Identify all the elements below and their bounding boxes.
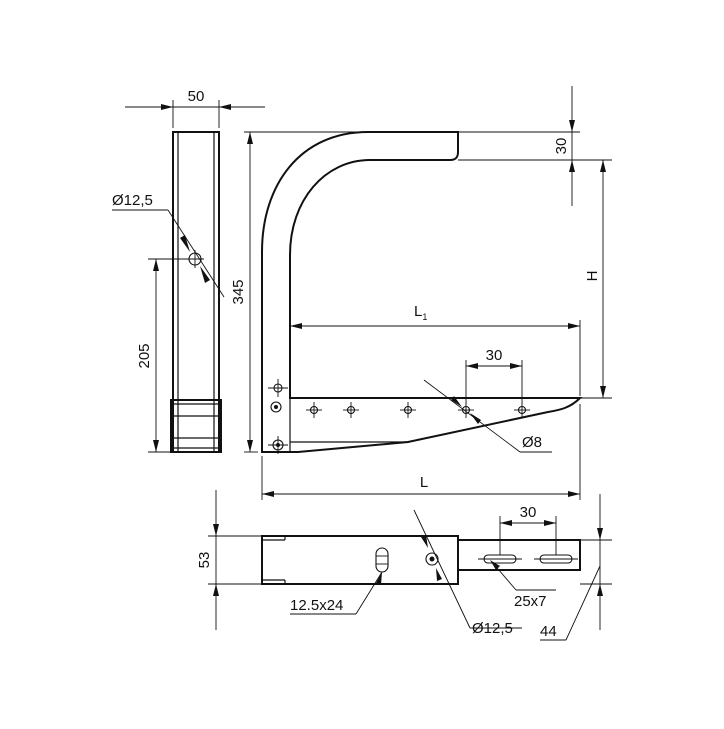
bottom-view-arm <box>457 539 581 571</box>
hole-spacing-label: 30 <box>486 347 503 364</box>
length-label: L <box>420 474 428 491</box>
bracket-outline <box>261 131 583 453</box>
big-slot-label: 12.5x24 <box>290 597 343 614</box>
bottom-width-label: 44 <box>540 623 557 640</box>
big-slot <box>375 547 389 573</box>
bottom-view: 53 30 25x7 12.5x24 Ø12,5 44 <box>196 490 612 641</box>
side-width-label: 50 <box>188 88 205 105</box>
top-thickness-label: 30 <box>553 138 570 155</box>
bottom-hole-label: Ø12,5 <box>472 620 513 637</box>
slot-label: 25x7 <box>514 593 547 610</box>
slot-spacing-label: 30 <box>520 504 537 521</box>
rivet-group <box>268 379 288 454</box>
side-height-label: 205 <box>136 343 153 368</box>
side-hole-label: Ø12,5 <box>112 192 153 209</box>
bottom-height-label: 53 <box>196 552 213 569</box>
front-view: 345 30 H L1 30 Ø8 <box>230 86 612 500</box>
total-height-label: 345 <box>230 279 247 304</box>
l1-label: L1 <box>414 303 427 322</box>
side-view: 50 Ø12,5 205 <box>112 88 265 453</box>
h-label: H <box>584 271 601 282</box>
side-view-clamp <box>170 399 222 453</box>
arm-holes <box>306 402 530 418</box>
arm-hole-label: Ø8 <box>522 434 542 451</box>
